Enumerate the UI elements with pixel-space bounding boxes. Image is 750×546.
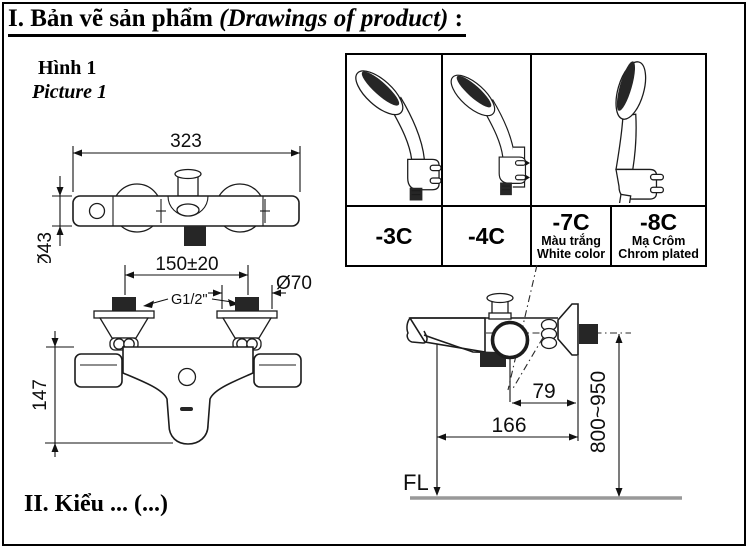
- dim-o70-label: Ø70: [276, 273, 312, 294]
- variant-table: -3C -4C -7C Màu trắng White color -8C Mạ…: [345, 53, 707, 267]
- finish-8c-en: Chrom plated: [618, 247, 699, 262]
- variant-code-8c: -8C: [640, 209, 678, 236]
- finish-7c-vi: Màu trắng: [541, 233, 601, 248]
- variant-code-4c: -4C: [467, 222, 506, 249]
- floor-line-label: FL: [403, 470, 429, 495]
- finish-7c-en: White color: [537, 247, 606, 262]
- dim-323-label: 323: [170, 131, 202, 152]
- variant-cell-4c: -4C: [443, 205, 532, 265]
- section-title-en: (Drawings of product): [219, 5, 449, 32]
- variant-code-3c: -3C: [375, 222, 413, 249]
- handshower-7c-8c-cell: [532, 55, 705, 205]
- dim-79-label: 79: [532, 380, 555, 403]
- section-title-colon: :: [454, 5, 463, 32]
- front-view-drawing: 150±20 Ø70 G1/2" 147: [30, 254, 312, 457]
- dim-150-label: 150±20: [155, 254, 218, 275]
- handshower-7c-8c-drawing: [615, 61, 665, 203]
- finish-8c-vi: Mạ Crôm: [631, 233, 686, 248]
- dim-g12-label: G1/2": [171, 292, 208, 308]
- next-section-heading-clipped: II. Kiểu ... (...): [24, 491, 168, 517]
- dim-o43-label: Ø43: [35, 232, 56, 263]
- handshower-4c-drawing: [450, 74, 530, 196]
- dim-800-950-label: 800~950: [587, 371, 610, 453]
- section-title-vi: I. Bản vẽ sản phẩm: [8, 5, 213, 32]
- figure-label-en: Picture 1: [32, 81, 107, 103]
- dim-147-label: 147: [30, 379, 51, 411]
- figure-label: Hình 1 Picture 1: [32, 56, 107, 104]
- variant-cell-8c: -8C Mạ Crôm Chrom plated: [612, 205, 705, 265]
- figure-label-vi: Hình 1: [38, 57, 97, 79]
- variant-cells-7c-8c: -7C Màu trắng White color -8C Mạ Crôm Ch…: [532, 205, 705, 265]
- handshower-3c-cell: [347, 55, 443, 205]
- handshower-4c-cell: [443, 55, 532, 205]
- section-title: I. Bản vẽ sản phẩm (Drawings of product)…: [8, 5, 466, 37]
- side-view-drawing: 79 166 800~950 FL: [403, 264, 682, 500]
- variant-cell-3c: -3C: [347, 205, 443, 265]
- top-view-drawing: 323 Ø43: [35, 131, 301, 263]
- handshower-3c-drawing: [355, 70, 441, 201]
- variant-cell-7c: -7C Màu trắng White color: [532, 205, 613, 265]
- variant-code-7c: -7C: [552, 209, 590, 236]
- dim-166-label: 166: [491, 414, 526, 437]
